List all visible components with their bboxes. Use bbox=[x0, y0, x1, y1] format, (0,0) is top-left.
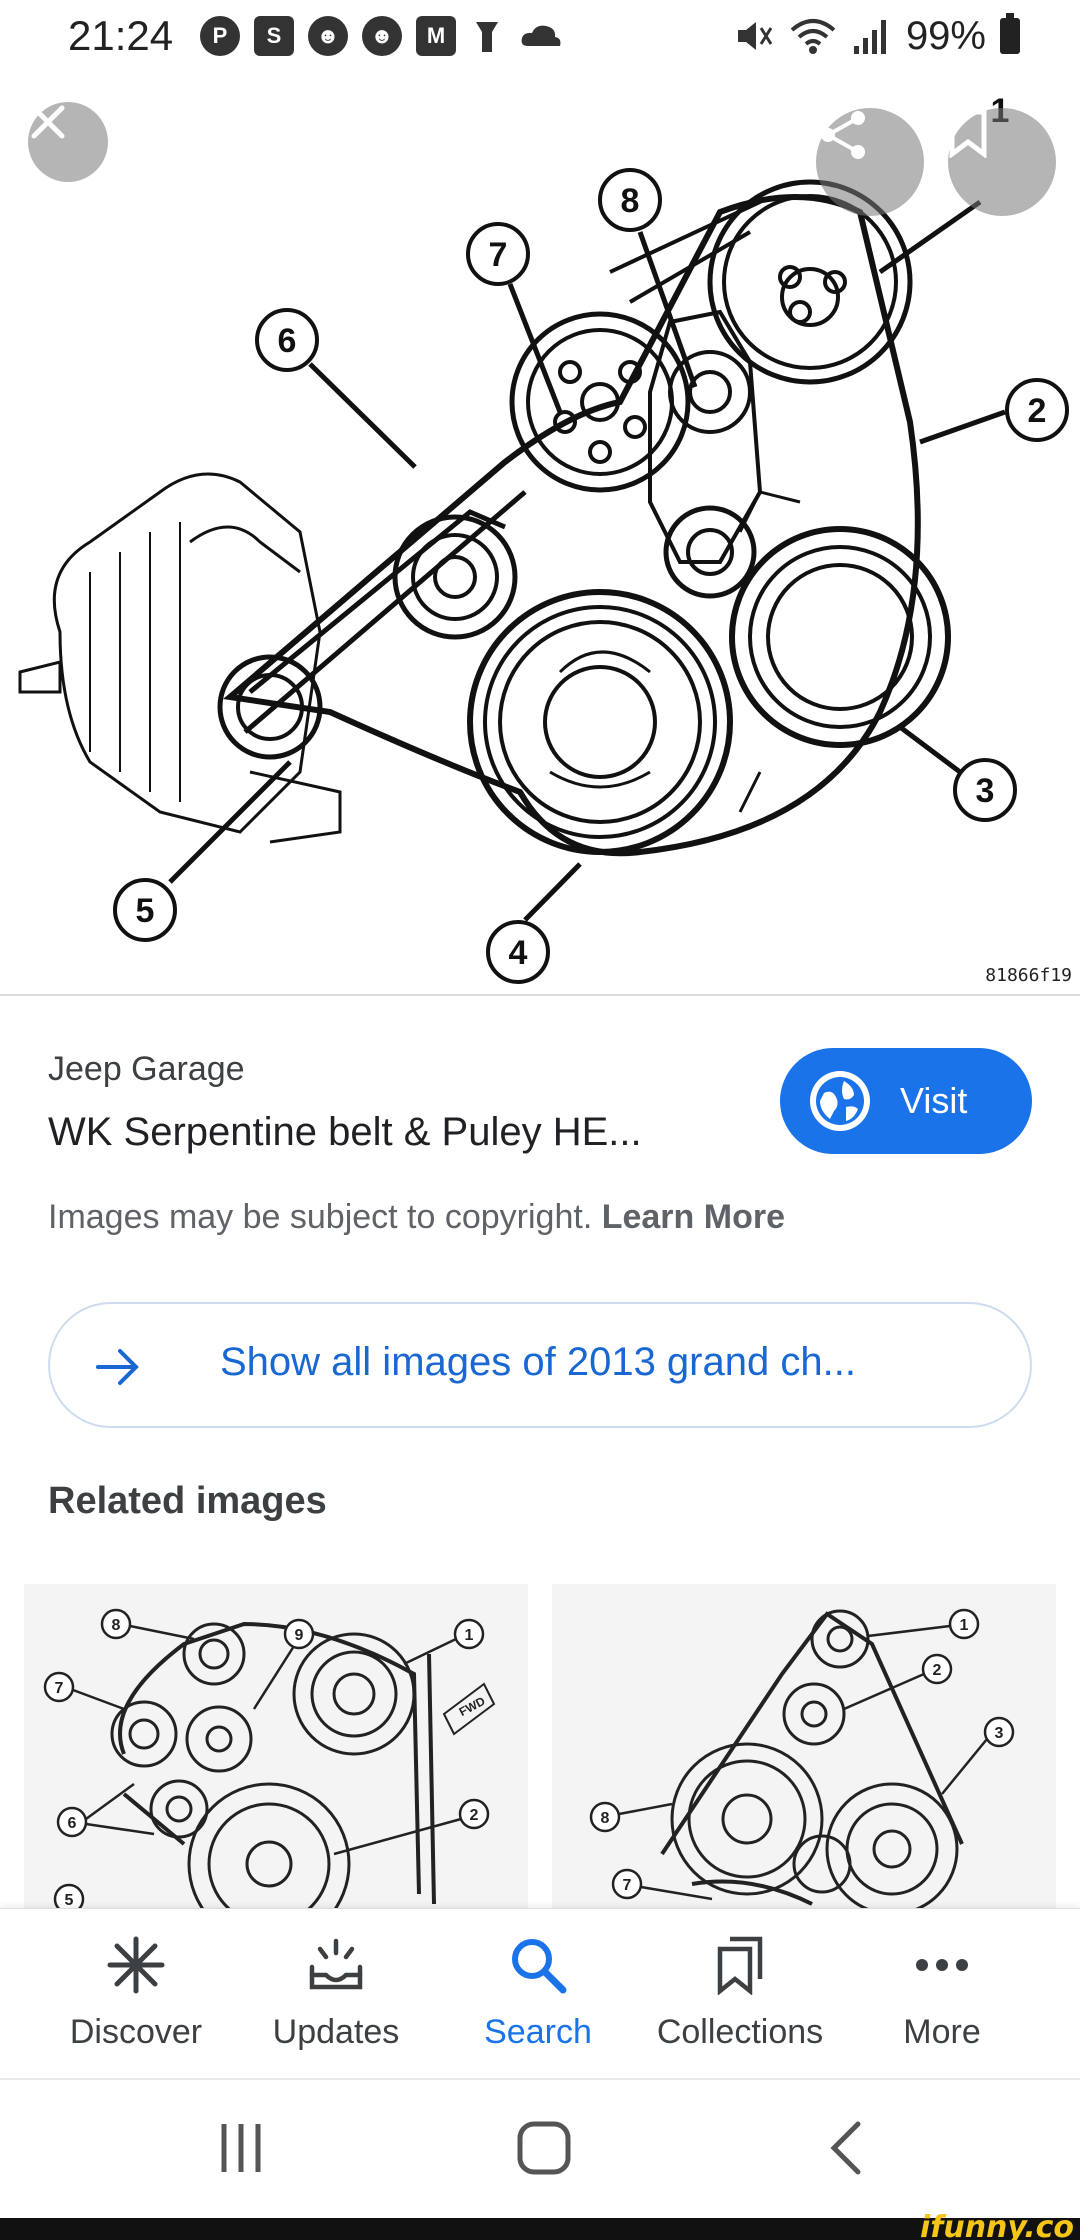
callout-7: 7 bbox=[489, 236, 508, 274]
asterisk-icon bbox=[107, 1936, 165, 1994]
nav-collections[interactable]: Collections bbox=[640, 1909, 840, 2079]
nav-search-label: Search bbox=[484, 2013, 592, 2051]
related-image-2[interactable]: 1 2 3 8 7 bbox=[552, 1584, 1056, 1908]
smiley-icon: ☻ bbox=[308, 16, 348, 56]
nav-discover[interactable]: Discover bbox=[36, 1909, 236, 2079]
save-to-collection-button[interactable] bbox=[948, 108, 1056, 216]
visit-button[interactable]: Visit bbox=[780, 1048, 1032, 1154]
nav-updates-label: Updates bbox=[272, 2013, 400, 2051]
thumb1-callout-8: 8 bbox=[112, 1617, 121, 1634]
battery-percent: 99% bbox=[905, 13, 986, 58]
thumb2-callout-3: 3 bbox=[995, 1725, 1004, 1742]
thumb2-callout-2: 2 bbox=[933, 1662, 942, 1679]
share-button[interactable] bbox=[816, 108, 924, 216]
related-diagram-2: 1 2 3 8 7 bbox=[589, 1608, 1015, 1908]
back-icon[interactable] bbox=[826, 2120, 866, 2176]
thumb1-callout-2: 2 bbox=[470, 1807, 479, 1824]
thumb1-fwd-label: FWD bbox=[457, 1694, 488, 1719]
ifunny-watermark: ifunny.co bbox=[920, 2210, 1074, 2240]
globe-icon bbox=[810, 1071, 870, 1131]
copyright-text: Images may be subject to copyright. bbox=[48, 1198, 602, 1236]
share-icon bbox=[821, 111, 865, 159]
recent-apps-icon[interactable] bbox=[216, 2120, 266, 2176]
home-icon[interactable] bbox=[516, 2120, 572, 2176]
watermark-bar bbox=[0, 2218, 1080, 2240]
smiley-icon-2: ☻ bbox=[362, 16, 402, 56]
more-dots-icon bbox=[916, 1959, 968, 1971]
related-image-1[interactable]: 8 9 1 7 6 5 2 FWD bbox=[24, 1584, 528, 1908]
battery-icon bbox=[1000, 13, 1020, 54]
bottom-navigation: Discover Updates Search Collections More bbox=[0, 1908, 1080, 2078]
updates-tray-icon bbox=[309, 1938, 363, 1990]
flashlight-icon bbox=[476, 22, 498, 52]
nav-more[interactable]: More bbox=[842, 1909, 1042, 2079]
thumb1-callout-9: 9 bbox=[295, 1627, 304, 1644]
source-name[interactable]: Jeep Garage bbox=[48, 1050, 245, 1088]
nav-divider bbox=[0, 2078, 1080, 2080]
nav-collections-label: Collections bbox=[656, 2013, 824, 2051]
collections-bookmark-icon bbox=[717, 1936, 763, 1995]
nav-discover-label: Discover bbox=[69, 2013, 203, 2051]
show-all-label: Show all images of 2013 grand ch... bbox=[220, 1340, 856, 1384]
nav-updates[interactable]: Updates bbox=[236, 1909, 436, 2079]
pandora-icon: P bbox=[200, 16, 240, 56]
search-icon bbox=[512, 1939, 567, 1994]
copyright-notice: Images may be subject to copyright. Lear… bbox=[48, 1198, 785, 1237]
thumb2-callout-1: 1 bbox=[960, 1617, 969, 1634]
related-images-heading: Related images bbox=[48, 1480, 327, 1522]
related-diagram-1: 8 9 1 7 6 5 2 FWD bbox=[43, 1608, 496, 1908]
system-status-icons: 99% bbox=[734, 12, 1020, 60]
wifi-icon bbox=[790, 19, 836, 54]
status-time: 21:24 bbox=[68, 12, 174, 59]
signal-icon bbox=[853, 20, 886, 54]
thumb1-callout-1: 1 bbox=[465, 1627, 474, 1644]
status-bar: 21:24 P S ☻ ☻ M 99% bbox=[0, 0, 1080, 72]
thumb1-callout-6: 6 bbox=[68, 1815, 77, 1832]
callout-2: 2 bbox=[1028, 392, 1047, 430]
learn-more-link[interactable]: Learn More bbox=[601, 1198, 785, 1236]
cloud-icon bbox=[521, 25, 561, 46]
callout-6: 6 bbox=[278, 322, 297, 360]
m-app-icon: M bbox=[416, 16, 456, 56]
image-title[interactable]: WK Serpentine belt & Puley HE... bbox=[48, 1110, 642, 1154]
image-viewer[interactable]: 8 7 6 2 3 4 5 1 81866f19 bbox=[0, 72, 1080, 994]
thumb1-callout-5: 5 bbox=[65, 1892, 74, 1908]
callout-8: 8 bbox=[621, 182, 640, 220]
callout-5: 5 bbox=[136, 892, 155, 930]
close-icon bbox=[31, 105, 65, 139]
callout-4: 4 bbox=[509, 934, 528, 972]
notification-icons: P S ☻ ☻ M bbox=[200, 14, 564, 58]
system-navigation-bar bbox=[0, 2080, 1080, 2218]
nav-search[interactable]: Search bbox=[438, 1909, 638, 2079]
bookmark-icon bbox=[949, 109, 987, 158]
thumb2-callout-8: 8 bbox=[601, 1810, 610, 1827]
callout-3: 3 bbox=[976, 772, 995, 810]
visit-label: Visit bbox=[900, 1080, 968, 1121]
image-credit: 81866f19 bbox=[985, 965, 1072, 986]
nav-more-label: More bbox=[903, 2013, 981, 2051]
thumb1-callout-7: 7 bbox=[55, 1680, 64, 1697]
arrow-right-icon bbox=[96, 1349, 139, 1385]
thumb2-callout-7: 7 bbox=[623, 1877, 632, 1894]
serpentine-belt-diagram: 8 7 6 2 3 4 5 1 bbox=[18, 92, 1069, 984]
mute-icon bbox=[737, 22, 773, 50]
divider bbox=[0, 994, 1080, 996]
show-all-images-button[interactable]: Show all images of 2013 grand ch... bbox=[48, 1302, 1032, 1428]
s-app-icon: S bbox=[254, 16, 294, 56]
close-button[interactable] bbox=[28, 102, 108, 182]
